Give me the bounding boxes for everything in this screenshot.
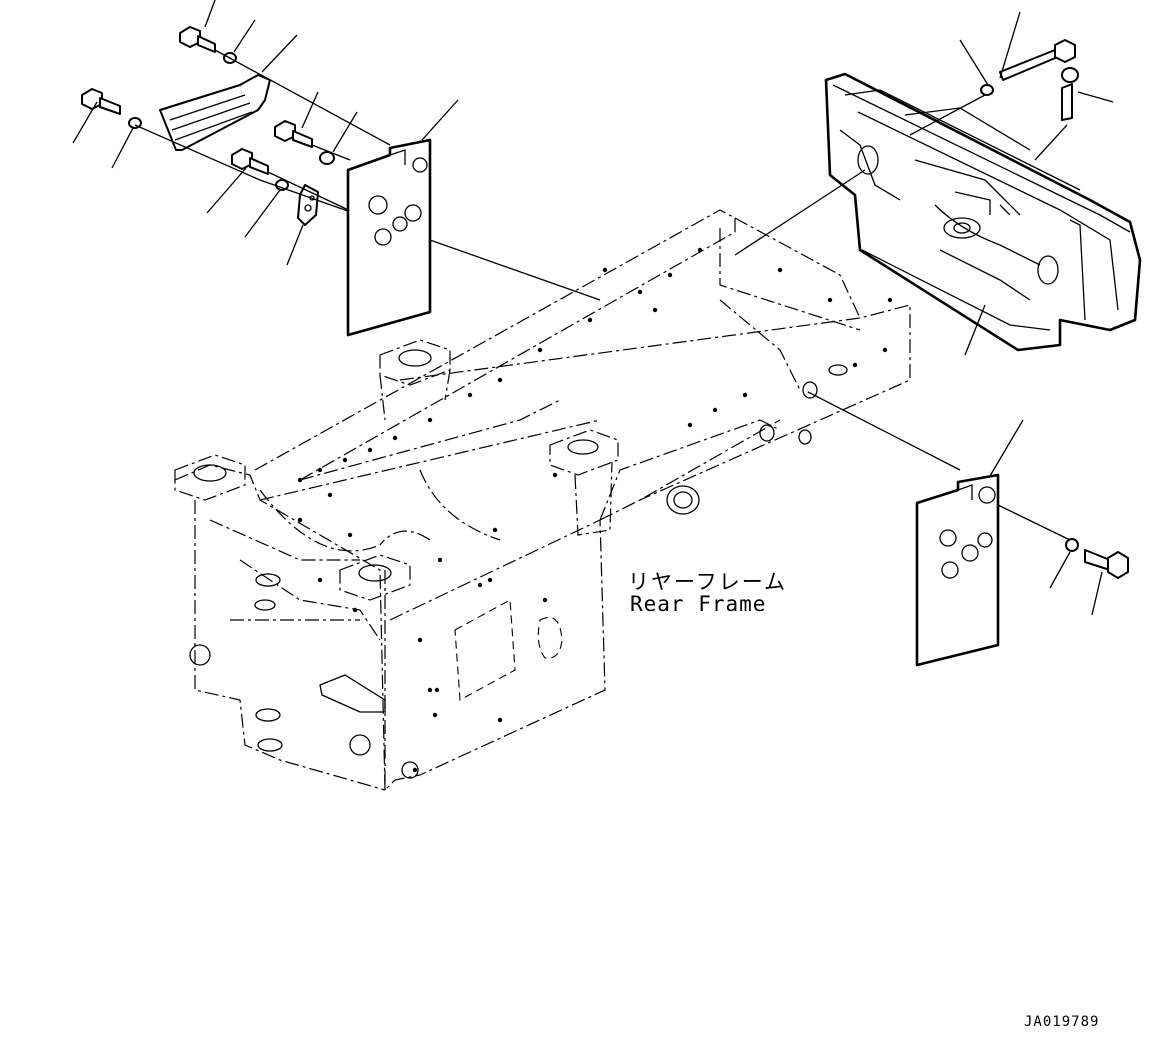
rear-counterweight (734, 11, 1142, 356)
part-name-japanese: リヤーフレーム (628, 570, 788, 594)
rear-frame (174, 209, 911, 792)
long-bolt (999, 39, 1076, 81)
washer-2 (128, 117, 142, 129)
counterweight-plate-right (807, 391, 1129, 667)
washer-3 (275, 179, 289, 191)
step-bracket-assembly (72, 0, 601, 301)
washer-4 (319, 151, 335, 165)
drawing-id: JA019789 (1024, 1014, 1100, 1030)
washer-5 (980, 84, 994, 96)
bolt-1 (179, 26, 216, 53)
washer-6 (1065, 538, 1079, 552)
bolt-2 (81, 88, 121, 115)
bolt-4 (274, 120, 313, 148)
bolt-3 (231, 148, 269, 175)
part-name-english: Rear Frame (630, 592, 767, 616)
lock-pin (1061, 67, 1079, 121)
bolt-5 (1084, 549, 1129, 579)
counterweight-plate-left (346, 99, 459, 337)
